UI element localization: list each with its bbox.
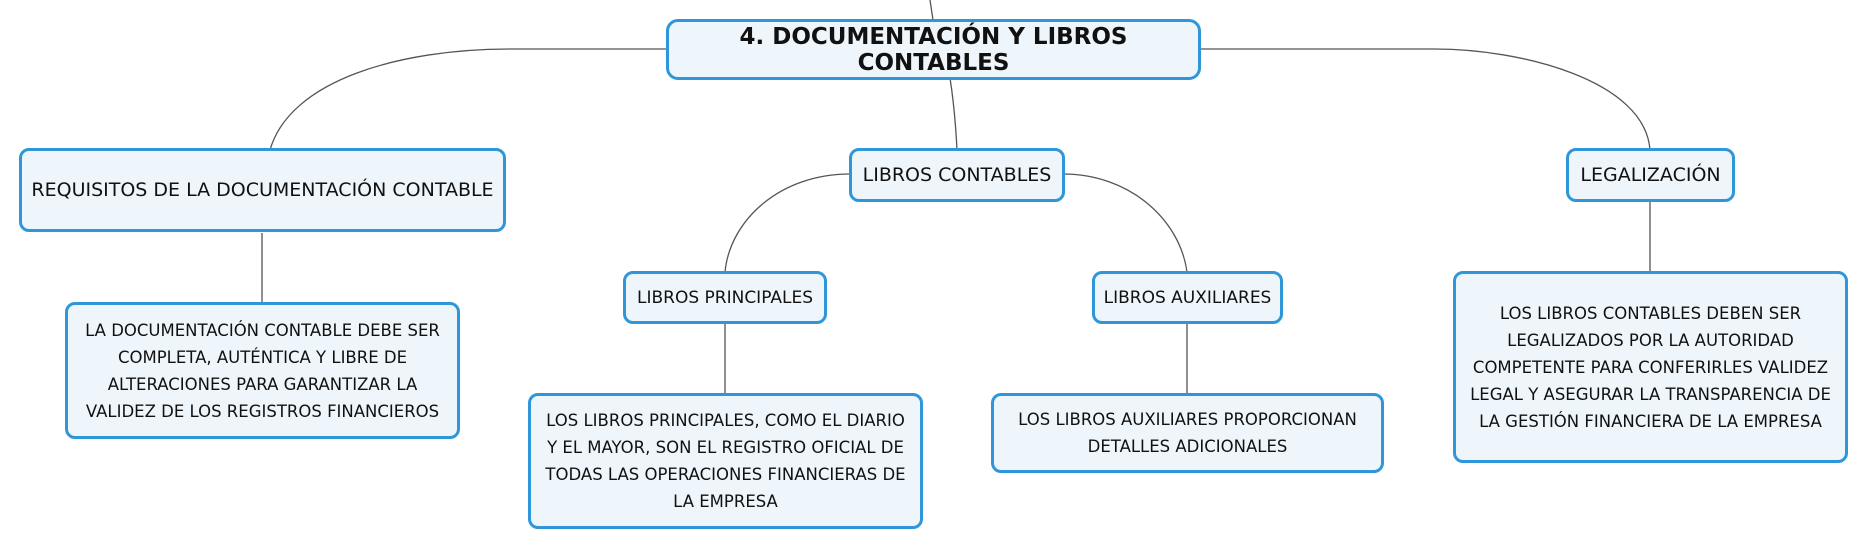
connector-root-to-legalizacion [1200, 48, 1651, 151]
detail-requisitos-node[interactable]: LA DOCUMENTACIÓN CONTABLE DEBE SER COMPL… [65, 302, 460, 439]
topic-libros-principales-node[interactable]: LIBROS PRINCIPALES [623, 271, 827, 324]
topic-legalizacion-label: LEGALIZACIÓN [1580, 164, 1721, 186]
topic-requisitos-label: REQUISITOS DE LA DOCUMENTACIÓN CONTABLE [31, 179, 494, 201]
detail-libros-principales-node[interactable]: LOS LIBROS PRINCIPALES, COMO EL DIARIO Y… [528, 393, 923, 529]
detail-libros-principales-text: LOS LIBROS PRINCIPALES, COMO EL DIARIO Y… [545, 411, 906, 511]
detail-libros-auxiliares-node[interactable]: LOS LIBROS AUXILIARES PROPORCIONAN DETAL… [991, 393, 1384, 473]
topic-libros-contables-node[interactable]: LIBROS CONTABLES [849, 148, 1065, 202]
topic-requisitos-node[interactable]: REQUISITOS DE LA DOCUMENTACIÓN CONTABLE [19, 148, 506, 232]
topic-legalizacion-node[interactable]: LEGALIZACIÓN [1566, 148, 1735, 202]
topic-libros-auxiliares-label: LIBROS AUXILIARES [1103, 287, 1272, 308]
topic-libros-principales-label: LIBROS PRINCIPALES [636, 287, 813, 308]
detail-requisitos-text: LA DOCUMENTACIÓN CONTABLE DEBE SER COMPL… [85, 320, 440, 421]
topic-libros-auxiliares-node[interactable]: LIBROS AUXILIARES [1092, 271, 1283, 324]
topic-libros-contables-label: LIBROS CONTABLES [862, 164, 1052, 186]
detail-legalizacion-node[interactable]: LOS LIBROS CONTABLES DEBEN SER LEGALIZAD… [1453, 271, 1848, 463]
detail-legalizacion-text: LOS LIBROS CONTABLES DEBEN SER LEGALIZAD… [1470, 303, 1831, 431]
connector-root-to-requisitos [269, 48, 667, 151]
connector-parent-to-root [929, 0, 934, 21]
root-topic-label: 4. DOCUMENTACIÓN Y LIBROS CONTABLES [739, 23, 1128, 76]
connector-libros-to-principales [724, 173, 851, 273]
connector-root-to-libros-contables [949, 77, 958, 151]
detail-libros-auxiliares-text: LOS LIBROS AUXILIARES PROPORCIONAN DETAL… [1018, 410, 1357, 456]
connector-libros-to-auxiliares [1062, 173, 1188, 273]
root-topic-node[interactable]: 4. DOCUMENTACIÓN Y LIBROS CONTABLES [666, 19, 1201, 80]
